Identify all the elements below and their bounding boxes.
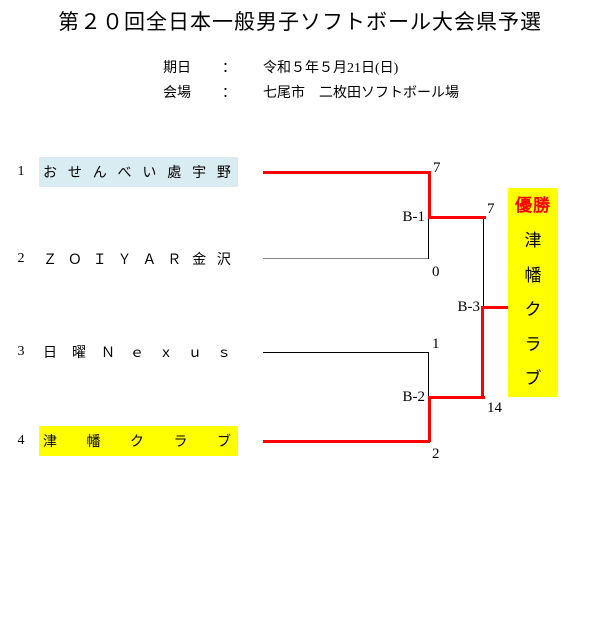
seed-number-4: 4 xyxy=(17,433,25,448)
seed-number-2: 2 xyxy=(17,251,25,266)
seed-number-1: 1 xyxy=(17,164,25,179)
champion-label: 優勝 xyxy=(515,196,551,215)
line-b2-drop-loser xyxy=(428,352,429,396)
page-title: 第２０回全日本一般男子ソフトボール大会県予選 xyxy=(58,10,542,34)
score-b2-bottom: 2 xyxy=(432,446,440,462)
champion-name: 津幡クラブ xyxy=(524,231,542,388)
line-team4-winner xyxy=(263,440,430,443)
match-label-b3: B-3 xyxy=(457,299,481,315)
date-colon: ： xyxy=(222,61,236,76)
line-b3-out-winner xyxy=(483,306,508,309)
line-team1-winner xyxy=(263,171,430,174)
team-row-4: 4 津幡クラブ xyxy=(0,425,238,457)
date-label: 期日 xyxy=(163,61,191,76)
match-label-b2: B-2 xyxy=(402,389,426,405)
line-b1-drop-loser xyxy=(428,219,429,259)
score-b3-top: 7 xyxy=(487,201,495,217)
score-b3-bottom: 14 xyxy=(487,400,502,416)
line-b2-out-winner xyxy=(428,396,485,399)
line-b1-drop-winner xyxy=(428,171,431,219)
venue-colon: ： xyxy=(222,86,236,101)
line-b3-drop-winner xyxy=(481,306,484,399)
line-b2-drop-winner xyxy=(428,396,431,442)
venue-value: 七尾市 二枚田ソフトボール場 xyxy=(263,86,459,101)
score-b1-bottom: 0 xyxy=(432,264,440,280)
team-name-cell-4: 津幡クラブ xyxy=(39,426,238,456)
seed-number-3: 3 xyxy=(17,344,25,359)
line-team3-loser xyxy=(263,352,429,353)
date-value: 令和５年５月21日(日) xyxy=(263,61,399,76)
score-b1-top: 7 xyxy=(433,160,441,176)
team-row-1: 1 おせんべい處宇野 xyxy=(0,156,238,188)
match-label-b1: B-1 xyxy=(402,209,426,225)
score-b2-top: 1 xyxy=(432,336,440,352)
line-b1-out-winner xyxy=(428,216,486,219)
team-name-cell-1: おせんべい處宇野 xyxy=(39,157,238,187)
line-team2-loser xyxy=(263,258,429,259)
champion-box: 優勝 津幡クラブ xyxy=(508,188,558,397)
venue-label: 会場 xyxy=(163,86,191,101)
line-b3-drop-loser xyxy=(483,219,484,307)
